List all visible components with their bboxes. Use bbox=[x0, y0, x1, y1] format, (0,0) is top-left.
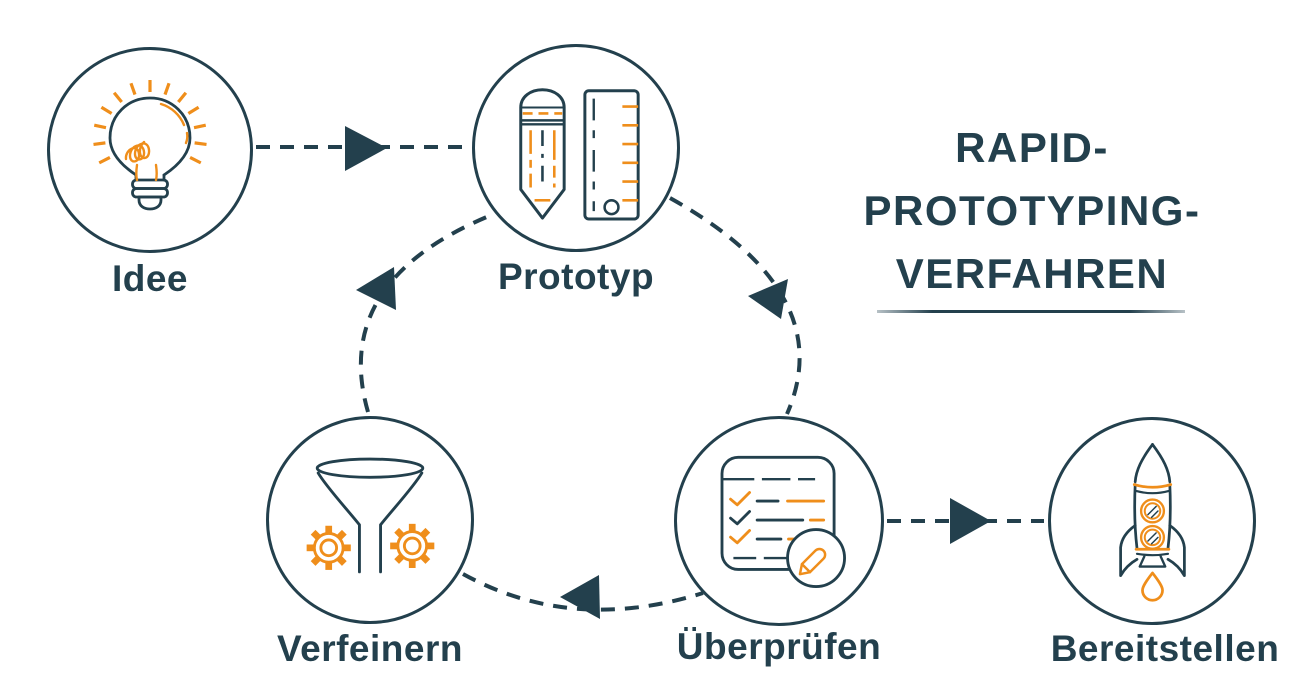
arrowhead-verfeinern-prototyp bbox=[356, 267, 396, 310]
node-label-idee: Idee bbox=[111, 258, 189, 299]
connector-ueberpruefen-verfeinern bbox=[462, 572, 704, 612]
node-label-prototyp: Prototyp bbox=[497, 256, 655, 297]
diagram-title: RAPID- PROTOTYPING- VERFAHREN bbox=[832, 116, 1232, 305]
arrowhead-ueberpruefen-bereitstellen bbox=[950, 498, 991, 544]
connector-verfeinern-prototyp bbox=[358, 212, 495, 413]
verfeinern-circle bbox=[266, 416, 474, 624]
rocket-icon bbox=[1118, 443, 1186, 602]
title-line-2: PROTOTYPING- bbox=[863, 187, 1201, 234]
title-line-3: VERFAHREN bbox=[895, 250, 1169, 297]
lightbulb-icon bbox=[93, 80, 207, 211]
pencil-ruler-icon bbox=[519, 88, 640, 221]
bereitstellen-circle bbox=[1048, 417, 1256, 625]
prototyp-circle bbox=[472, 44, 680, 252]
arrowhead-idee-prototyp bbox=[345, 126, 387, 171]
funnel-gears-icon bbox=[306, 457, 435, 574]
checklist-icon bbox=[720, 455, 846, 588]
title-underline bbox=[877, 310, 1185, 313]
node-label-verfeinern: Verfeinern bbox=[277, 628, 463, 669]
node-label-bereitstellen: Bereitstellen bbox=[1050, 628, 1280, 669]
arrowhead-prototyp-ueberpruefen bbox=[748, 279, 788, 319]
idee-circle bbox=[47, 47, 253, 253]
title-line-1: RAPID- bbox=[955, 124, 1109, 171]
node-label-ueberpruefen: Überprüfen bbox=[676, 626, 882, 667]
arrowhead-ueberpruefen-verfeinern bbox=[560, 575, 600, 619]
ueberpruefen-circle bbox=[674, 416, 884, 626]
